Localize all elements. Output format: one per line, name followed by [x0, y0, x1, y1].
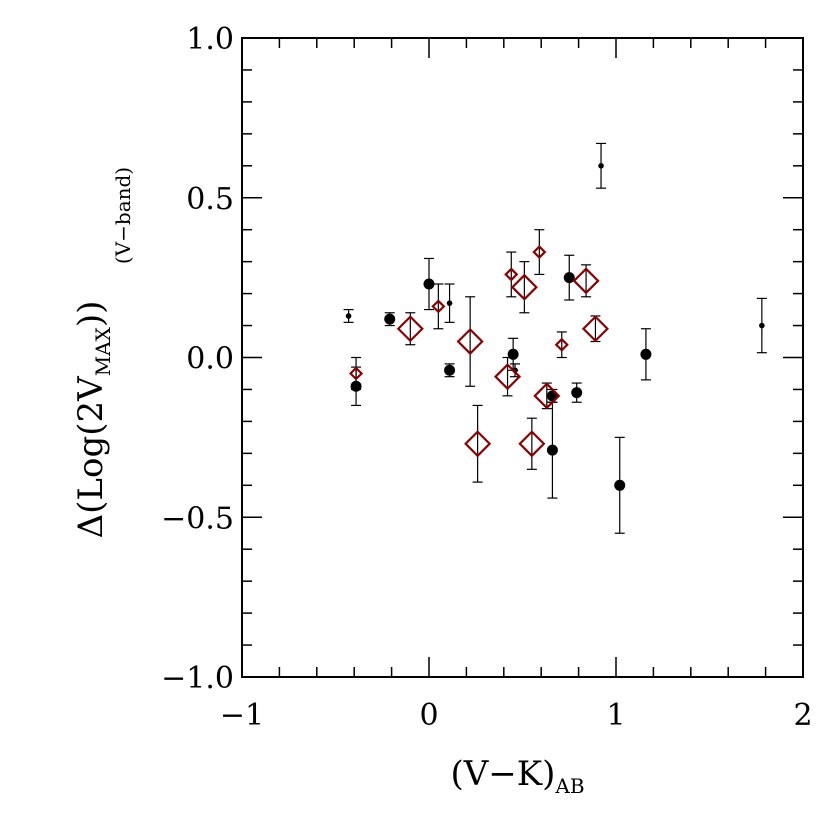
- x-axis-title-subscript: AB: [554, 774, 584, 798]
- data-markers: [345, 163, 765, 491]
- diamond-marker: [493, 363, 522, 391]
- y-axis-title-end: )): [71, 301, 111, 328]
- circle-marker: [423, 278, 435, 290]
- y-tick-label: 0.0: [186, 342, 234, 377]
- y-tick-label: −1.0: [161, 661, 234, 696]
- diamond-marker: [510, 273, 538, 301]
- y-tick-label: 0.5: [186, 182, 234, 217]
- diamond-marker: [554, 337, 569, 352]
- x-axis-title: (V−K)AB: [450, 754, 584, 798]
- circle-marker: [640, 348, 652, 360]
- circle-marker: [563, 272, 575, 284]
- diamond-marker: [532, 245, 547, 260]
- y-axis-title: Δ(Log(2VMAX)): [71, 301, 115, 539]
- y-axis-band-note: (V−band): [111, 167, 135, 264]
- circle-marker: [759, 322, 765, 329]
- tick-labels: −1 0 1 2 −1.0 −0.5 0.0 0.5 1.0: [161, 22, 812, 733]
- diamond-marker: [572, 267, 600, 295]
- circle-marker: [384, 313, 396, 325]
- x-tick-label: 0: [419, 698, 438, 733]
- diamond-marker: [533, 382, 561, 410]
- y-axis-title-group: Δ(Log(2VMAX)) (V−band): [71, 167, 135, 539]
- circle-marker: [350, 380, 362, 392]
- diamond-marker: [504, 267, 519, 282]
- circle-marker: [444, 364, 456, 376]
- circle-marker: [546, 444, 558, 456]
- y-axis-title-subscript: MAX: [91, 326, 115, 376]
- diamond-marker: [518, 430, 546, 458]
- x-tick-label: 2: [793, 698, 812, 733]
- diamond-marker: [396, 315, 424, 343]
- diamond-marker: [431, 299, 446, 314]
- circle-marker: [507, 348, 519, 360]
- diamond-marker: [349, 366, 364, 381]
- y-axis-title-main: Δ(Log(2V: [71, 375, 111, 539]
- x-tick-label: 1: [606, 698, 625, 733]
- axis-ticks: [241, 37, 804, 678]
- y-tick-label: 1.0: [186, 22, 234, 57]
- diamond-marker: [456, 327, 484, 356]
- x-tick-label: −1: [220, 698, 264, 733]
- circle-marker: [446, 300, 453, 306]
- circle-marker: [614, 479, 626, 491]
- circle-marker: [345, 313, 352, 319]
- x-axis-title-main: (V−K): [450, 754, 555, 794]
- y-tick-label: −0.5: [161, 501, 234, 536]
- circle-marker: [571, 387, 583, 399]
- circle-marker: [598, 163, 604, 169]
- diamond-marker: [581, 315, 609, 343]
- plot-frame: [241, 37, 804, 678]
- diamond-marker: [464, 430, 492, 458]
